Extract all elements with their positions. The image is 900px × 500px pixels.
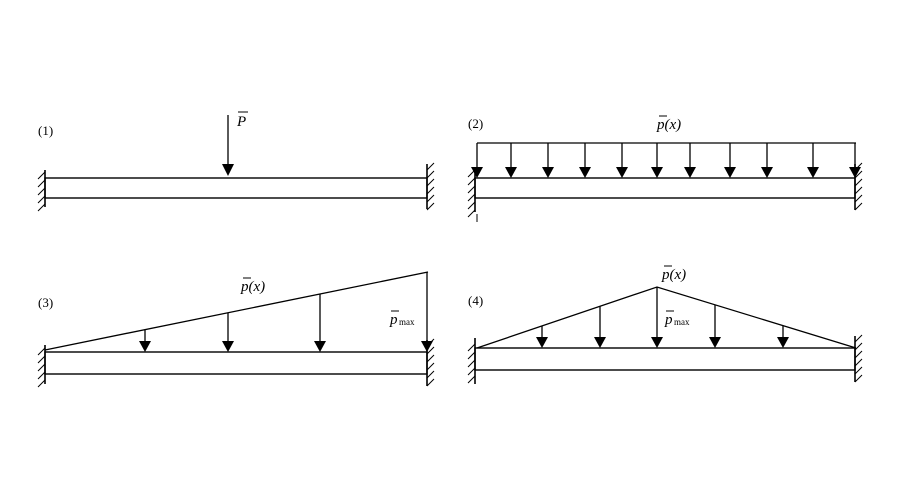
case-2-load-label: p(x) bbox=[656, 115, 681, 133]
case-2-load-arrow bbox=[849, 143, 861, 178]
case-4-load-arrow bbox=[594, 306, 606, 348]
case-2: (2) p(x) bbox=[467, 115, 863, 222]
svg-text:p(x): p(x) bbox=[240, 279, 265, 295]
case-2-load-arrow bbox=[542, 143, 554, 178]
case-2-load-arrow bbox=[761, 143, 773, 178]
case-1-load-label: P bbox=[236, 111, 248, 130]
case-1-point-load-arrow bbox=[222, 115, 234, 176]
case-4-triangular-load-arrows bbox=[536, 287, 789, 348]
case-3-triangular-load-arrows bbox=[139, 272, 433, 352]
case-1: (1) P bbox=[37, 111, 435, 212]
case-4-label: (4) bbox=[468, 293, 483, 308]
case-4-load-arrow bbox=[536, 325, 548, 348]
case-2-beam bbox=[474, 177, 856, 199]
case-4-load-arrow bbox=[709, 304, 721, 348]
case-4-load-label: p(x) bbox=[661, 265, 686, 283]
case-2-load-arrow bbox=[651, 143, 663, 178]
case-3-load-arrow bbox=[314, 293, 326, 352]
case-4-load-arrow bbox=[651, 287, 663, 348]
case-2-right-support bbox=[854, 162, 863, 211]
case-2-label: (2) bbox=[468, 116, 483, 131]
case-3-load-arrow bbox=[139, 329, 151, 352]
case-2-load-arrow bbox=[724, 143, 736, 178]
case-3-load-line bbox=[44, 271, 429, 351]
case-3: (3) p(x) p bbox=[37, 271, 435, 388]
case-2-load-arrow bbox=[684, 143, 696, 178]
svg-text:p: p bbox=[664, 312, 673, 328]
case-3-label: (3) bbox=[38, 295, 53, 310]
case-3-left-support bbox=[37, 345, 46, 388]
case-2-load-arrow bbox=[616, 143, 628, 178]
case-3-load-arrow bbox=[222, 312, 234, 352]
case-4-load-arrow bbox=[777, 325, 789, 348]
case-2-left-support bbox=[467, 168, 478, 222]
svg-text:max: max bbox=[399, 317, 415, 327]
case-2-load-arrow bbox=[807, 143, 819, 178]
case-4-beam bbox=[474, 347, 856, 371]
svg-text:p: p bbox=[389, 312, 398, 328]
svg-text:max: max bbox=[674, 317, 690, 327]
case-1-beam bbox=[44, 177, 428, 199]
case-2-load-arrow bbox=[579, 143, 591, 178]
case-4: (4) p(x) p bbox=[467, 265, 863, 384]
svg-text:p(x): p(x) bbox=[661, 267, 686, 283]
case-1-label: (1) bbox=[38, 123, 53, 138]
case-2-load-arrow bbox=[505, 143, 517, 178]
case-4-right-support bbox=[854, 334, 863, 383]
case-2-load-arrow bbox=[471, 143, 483, 178]
case-3-load-arrow bbox=[421, 272, 433, 352]
svg-text:P: P bbox=[236, 114, 246, 130]
case-3-load-label: p(x) bbox=[240, 277, 265, 295]
case-2-uniform-load-arrows bbox=[471, 143, 861, 178]
case-3-max-label: p max bbox=[389, 310, 415, 328]
case-1-left-support bbox=[37, 170, 46, 212]
case-3-beam bbox=[44, 351, 428, 375]
svg-text:p(x): p(x) bbox=[656, 117, 681, 133]
case-4-max-label: p max bbox=[664, 310, 690, 328]
case-4-left-support bbox=[467, 338, 476, 384]
case-1-right-support bbox=[426, 162, 435, 211]
